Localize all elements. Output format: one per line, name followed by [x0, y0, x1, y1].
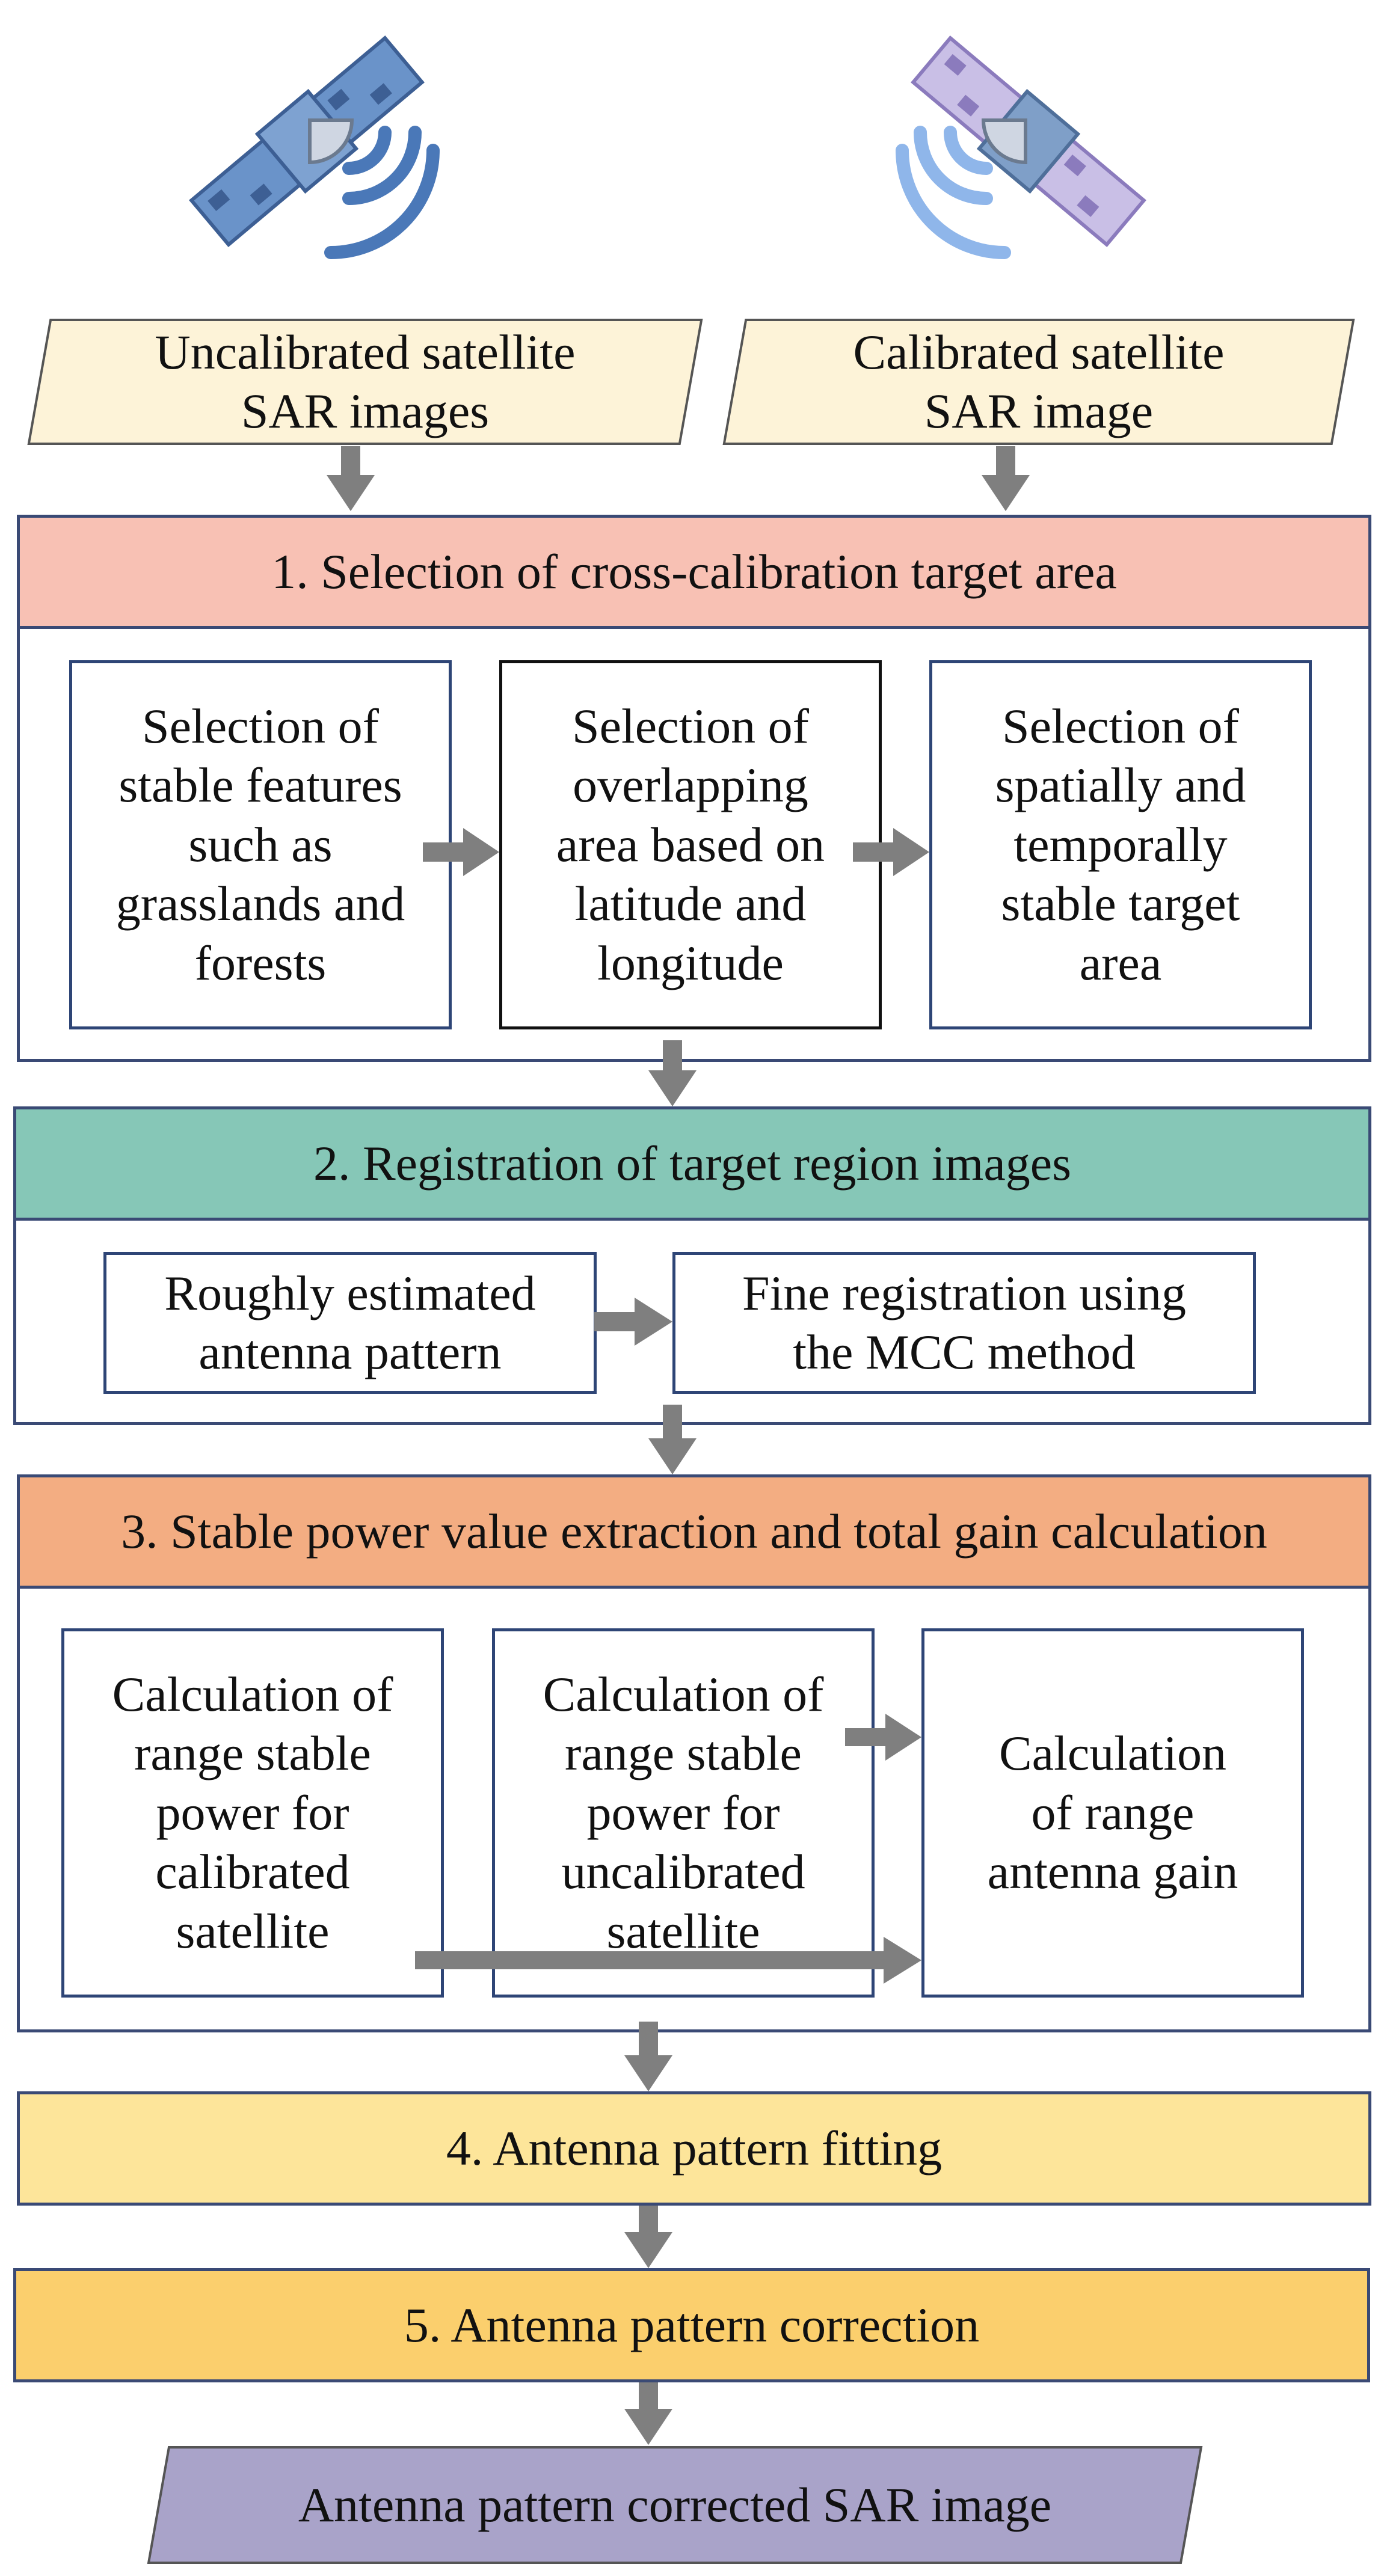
step1-header: 1. Selection of cross-calibration target… [17, 515, 1371, 629]
arrow-calibrated-down [982, 446, 1030, 511]
step4-box: 4. Antenna pattern fitting [17, 2091, 1371, 2206]
step3-box-antenna-gain: Calculation of range antenna gain [921, 1628, 1304, 1998]
input-calibrated-label: Calibrated satellite SAR image [853, 324, 1225, 438]
step3-header: 3. Stable power value extraction and tot… [17, 1474, 1371, 1589]
step1-box-overlapping-area: Selection of overlapping area based on l… [499, 660, 882, 1029]
output-label: Antenna pattern corrected SAR image [298, 2477, 1052, 2532]
step3-box-uncalibrated-power: Calculation of range stable power for un… [492, 1628, 875, 1998]
satellite-icon-left [189, 35, 440, 259]
step3-box-calibrated-power: Calculation of range stable power for ca… [61, 1628, 444, 1998]
input-uncalibrated-label: Uncalibrated satellite SAR images [155, 324, 576, 438]
step5-box: 5. Antenna pattern correction [13, 2268, 1370, 2382]
satellite-icon-right [896, 35, 1146, 259]
step2-header: 2. Registration of target region images [13, 1106, 1371, 1221]
step2-box-rough-pattern: Roughly estimated antenna pattern [103, 1252, 597, 1394]
input-calibrated-image: Calibrated satellite SAR image [722, 319, 1355, 445]
arrow-step5-to-output [624, 2382, 672, 2445]
step1-box-target-area: Selection of spatially and temporally st… [929, 660, 1312, 1029]
arrow-step4-to-step5 [624, 2206, 672, 2268]
step1-box-stable-features: Selection of stable features such as gra… [69, 660, 452, 1029]
step2-box-fine-registration: Fine registration using the MCC method [672, 1252, 1256, 1394]
arrow-uncalibrated-down [327, 446, 375, 511]
output-corrected-image: Antenna pattern corrected SAR image [147, 2446, 1203, 2564]
input-uncalibrated-images: Uncalibrated satellite SAR images [27, 319, 703, 445]
